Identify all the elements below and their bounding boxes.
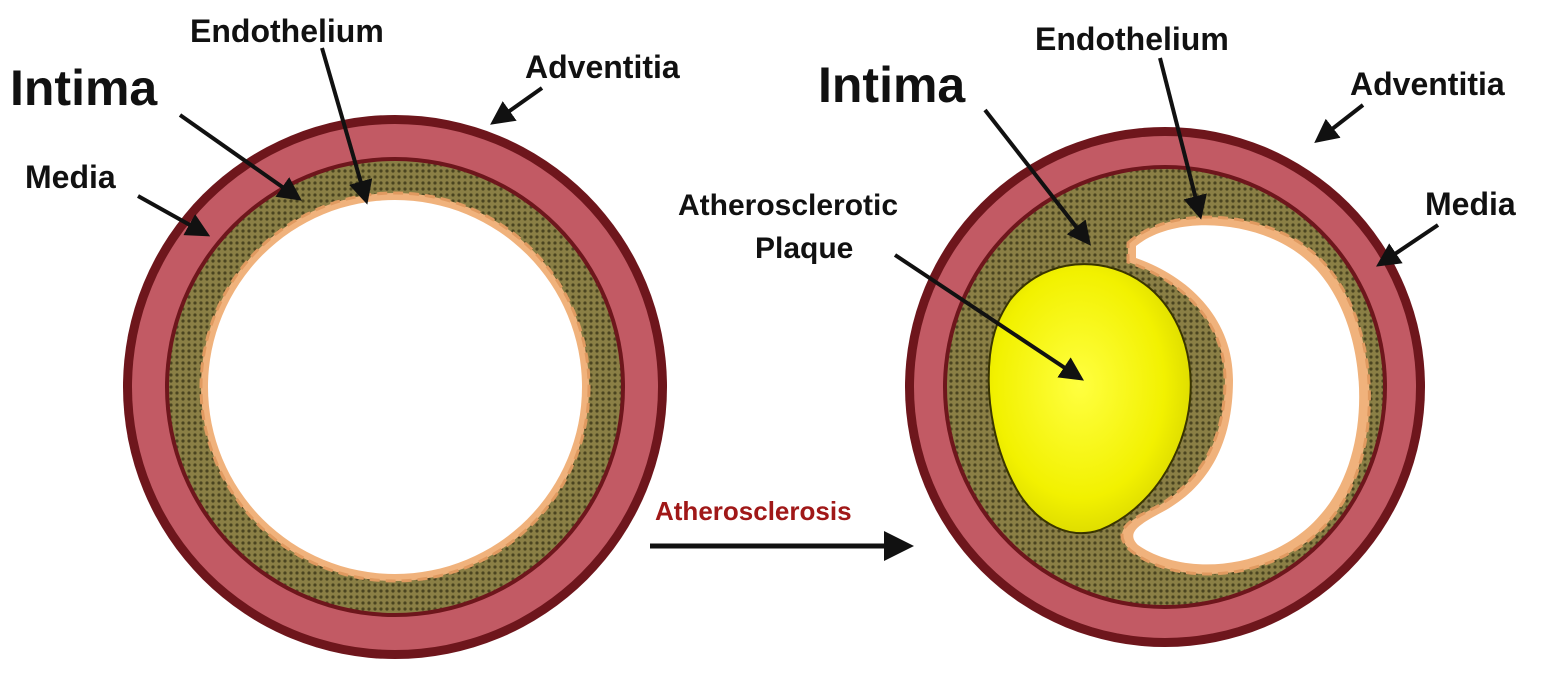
- process-label: Atherosclerosis: [655, 496, 852, 526]
- right-media-pointer: [1380, 225, 1438, 264]
- left-artery: [123, 115, 667, 659]
- plaque-label-line1: Atherosclerotic: [678, 189, 898, 222]
- right-intima-label: Intima: [818, 57, 966, 113]
- left-intima-label: Intima: [10, 60, 158, 116]
- right-adventitia-pointer: [1318, 105, 1363, 140]
- left-media-label: Media: [25, 159, 116, 195]
- left-lumen: [208, 200, 582, 574]
- right-artery: [905, 127, 1425, 647]
- left-adventitia-label: Adventitia: [525, 49, 680, 85]
- right-endothelium-label: Endothelium: [1035, 21, 1229, 57]
- right-adventitia-label: Adventitia: [1350, 66, 1505, 102]
- left-adventitia-pointer: [494, 88, 542, 122]
- right-media-label: Media: [1425, 186, 1516, 222]
- plaque-label-line2: Plaque: [755, 232, 853, 265]
- left-endothelium-label: Endothelium: [190, 13, 384, 49]
